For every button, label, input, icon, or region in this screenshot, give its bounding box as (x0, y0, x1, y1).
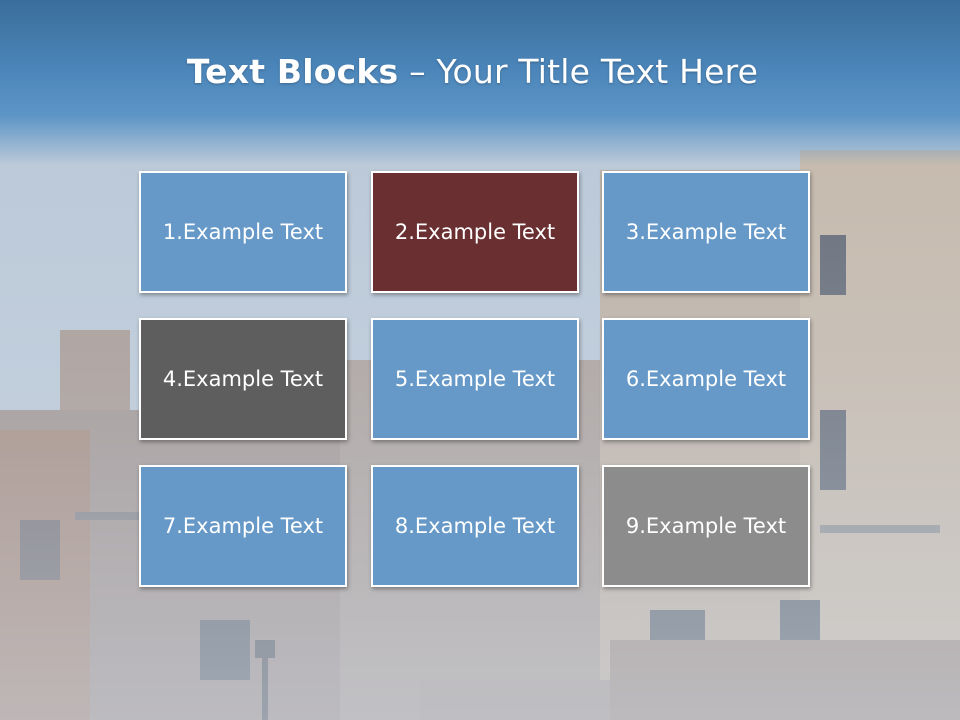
text-block-4[interactable]: 4.Example Text (139, 318, 347, 440)
text-block-2[interactable]: 2.Example Text (371, 171, 579, 293)
text-block-8[interactable]: 8.Example Text (371, 465, 579, 587)
text-block-3[interactable]: 3.Example Text (602, 171, 810, 293)
text-block-5[interactable]: 5.Example Text (371, 318, 579, 440)
text-block-7[interactable]: 7.Example Text (139, 465, 347, 587)
title-rest: – Your Title Text Here (398, 52, 759, 91)
slide-title: Text Blocks – Your Title Text Here (0, 52, 945, 91)
title-bold: Text Blocks (186, 52, 399, 91)
text-block-6[interactable]: 6.Example Text (602, 318, 810, 440)
text-block-9[interactable]: 9.Example Text (602, 465, 810, 587)
title-header-band (0, 0, 960, 165)
text-block-1[interactable]: 1.Example Text (139, 171, 347, 293)
